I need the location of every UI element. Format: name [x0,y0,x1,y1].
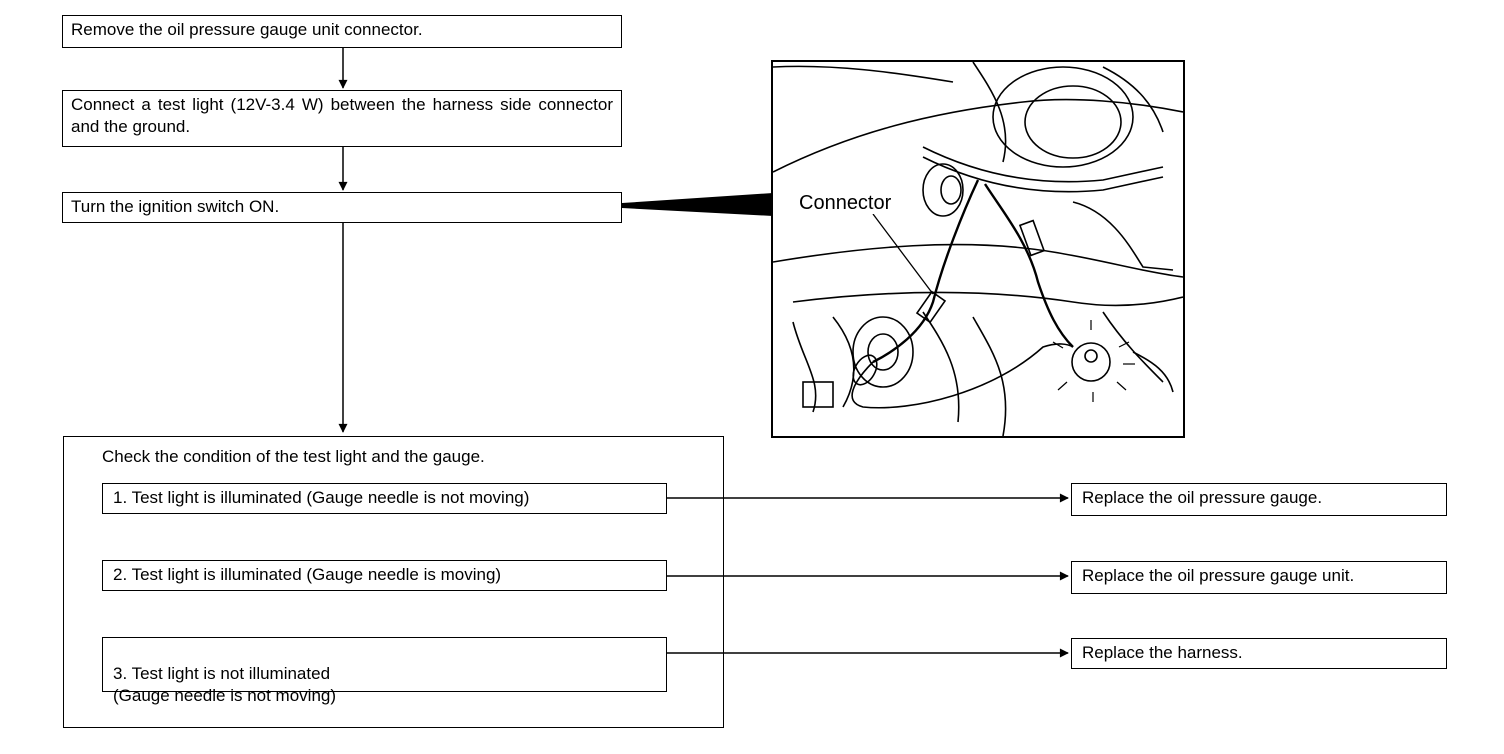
step1-text: Remove the oil pressure gauge unit conne… [71,20,423,39]
step1-box: Remove the oil pressure gauge unit conne… [62,15,622,48]
condition-3-box: 3. Test light is not illuminated (Gauge … [102,637,667,705]
condition-1-box: 1. Test light is illuminated (Gauge need… [102,483,667,514]
step2-text: Connect a test light (12V-3.4 W) between… [71,95,613,136]
check-container: Check the condition of the test light an… [63,436,724,728]
step3-box: Turn the ignition switch ON. [62,192,622,223]
condition-3-text: 3. Test light is not illuminated (Gauge … [113,664,337,705]
callout-wedge [622,193,773,216]
engine-illustration: Connector [771,60,1185,438]
step3-text: Turn the ignition switch ON. [71,197,280,216]
condition-2-box: 2. Test light is illuminated (Gauge need… [102,560,667,591]
result-2-text: Replace the oil pressure gauge unit. [1082,566,1355,585]
condition-2-text: 2. Test light is illuminated (Gauge need… [113,565,502,584]
condition-1-text: 1. Test light is illuminated (Gauge need… [113,488,530,507]
connector-label: Connector [797,192,894,214]
engine-drawing [773,62,1183,436]
check-title: Check the condition of the test light an… [102,447,485,466]
result-1-text: Replace the oil pressure gauge. [1082,488,1323,507]
step2-box: Connect a test light (12V-3.4 W) between… [62,90,622,147]
result-2-box: Replace the oil pressure gauge unit. [1071,561,1447,594]
result-3-text: Replace the harness. [1082,643,1243,662]
result-3-box: Replace the harness. [1071,638,1447,669]
result-1-box: Replace the oil pressure gauge. [1071,483,1447,516]
